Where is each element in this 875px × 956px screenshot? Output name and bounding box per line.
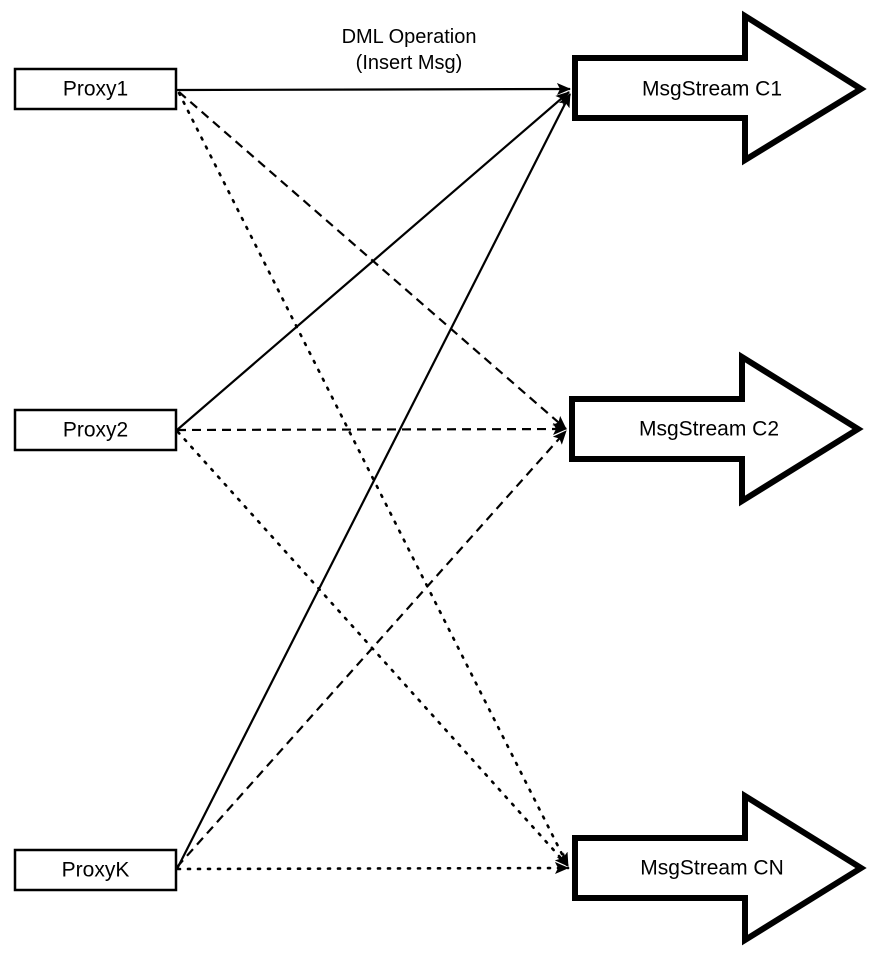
link-proxy2-c2[interactable] bbox=[176, 423, 567, 436]
msgstream-cn-arrow-shape[interactable] bbox=[572, 790, 867, 946]
dml-operation-label-line2: (Insert Msg) bbox=[356, 52, 463, 74]
proxy1-label: Proxy1 bbox=[63, 78, 128, 101]
link-proxy1-c1[interactable] bbox=[176, 83, 571, 96]
proxy-node-proxy2[interactable]: Proxy2 bbox=[13, 408, 178, 452]
proxyK-label: ProxyK bbox=[62, 859, 130, 882]
proxy-node-proxy1[interactable]: Proxy1 bbox=[13, 67, 178, 111]
msgstream-node-c1[interactable]: MsgStream C1 bbox=[572, 10, 867, 166]
link-proxy2-c1[interactable] bbox=[176, 91, 570, 431]
proxy2-label: Proxy2 bbox=[63, 419, 128, 442]
links-layer bbox=[176, 83, 571, 875]
msgstream-node-c2[interactable]: MsgStream C2 bbox=[569, 351, 864, 507]
dml-operation-label: DML Operation (Insert Msg) bbox=[342, 26, 477, 74]
msgstream-node-cn[interactable]: MsgStream CN bbox=[572, 790, 867, 946]
proxy2-box[interactable] bbox=[13, 408, 178, 452]
link-proxy2-cn[interactable] bbox=[176, 430, 570, 868]
proxyK-box[interactable] bbox=[13, 848, 178, 892]
link-proxyK-cn[interactable] bbox=[176, 862, 570, 875]
proxy-node-proxyK[interactable]: ProxyK bbox=[13, 848, 178, 892]
link-proxyK-c2[interactable] bbox=[176, 430, 567, 868]
msgstream-cn-label: MsgStream CN bbox=[640, 857, 784, 880]
dml-operation-label-line1: DML Operation bbox=[342, 26, 477, 48]
msgstream-c1-label: MsgStream C1 bbox=[642, 78, 782, 101]
proxy-nodes-layer: Proxy1 Proxy2 ProxyK bbox=[13, 67, 178, 892]
link-proxyK-c1[interactable] bbox=[176, 93, 571, 870]
msgstream-c2-label: MsgStream C2 bbox=[639, 418, 779, 441]
msgstream-c1-arrow-shape[interactable] bbox=[572, 10, 867, 166]
proxy1-box[interactable] bbox=[13, 67, 178, 111]
msgstream-nodes-layer: MsgStream C1 MsgStream C2 MsgStream CN bbox=[569, 10, 867, 946]
msgstream-c2-arrow-shape[interactable] bbox=[569, 351, 864, 507]
